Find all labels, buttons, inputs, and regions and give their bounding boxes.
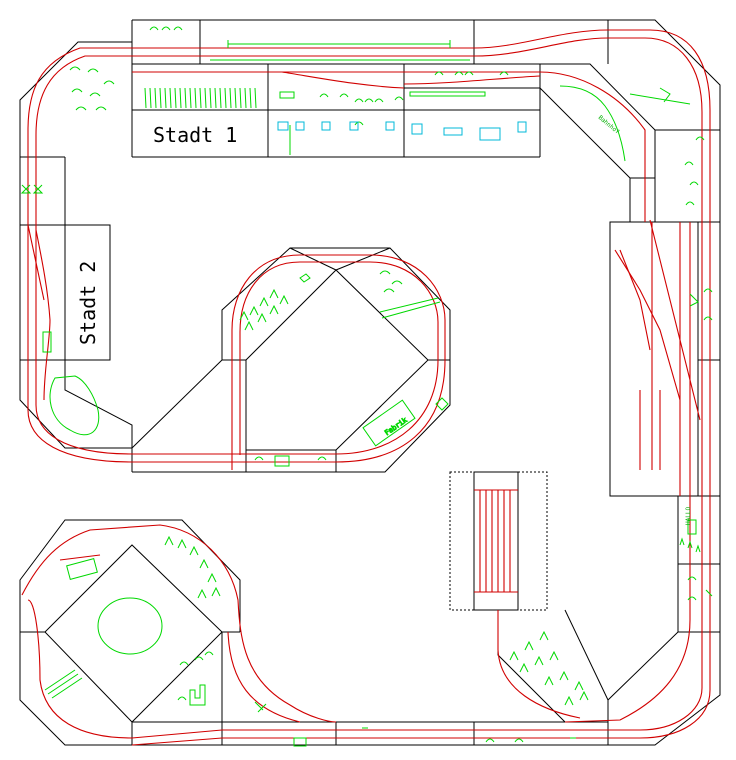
tree-group-icon: [69, 66, 115, 111]
house-icon: [411, 123, 423, 135]
track-siding: [59, 554, 101, 561]
house-icon: [277, 121, 289, 131]
shed-icon: [687, 519, 697, 535]
octagon-bottom-left: [19, 519, 241, 746]
tree-group-icon: [177, 651, 214, 701]
tree-group-icon: [689, 288, 713, 321]
corner-module-bottom-right: [607, 631, 679, 745]
signal-icon: [20, 184, 44, 194]
track-station-5: [614, 249, 681, 401]
house-icon: [479, 127, 501, 141]
grass-icon: [679, 537, 701, 553]
pond-icon: [49, 375, 100, 436]
house-icon: [321, 121, 331, 131]
tree-row-icon: [434, 71, 509, 76]
module-divider: [335, 247, 391, 271]
outer-frame-top-right: [132, 19, 721, 746]
signal-icon: [435, 397, 449, 411]
track-siding: [403, 75, 541, 85]
factory-icon: [362, 399, 416, 447]
factory-label: Fabrik: [383, 416, 409, 438]
detail-icon: [362, 727, 576, 743]
track-station-8: [649, 219, 701, 421]
octagon-center-diamond: [245, 269, 429, 451]
module-divider: [289, 247, 337, 271]
vegetation: Fabrik: [20, 26, 713, 747]
house-icon: [385, 121, 395, 131]
shed-icon: [42, 331, 52, 353]
road-icon: [379, 297, 441, 319]
fence-icon: [227, 40, 451, 48]
hut-icon: [299, 273, 311, 283]
stadt1-label: Stadt 1: [153, 123, 237, 147]
buildings: [277, 121, 527, 141]
forest-icon: [509, 630, 589, 706]
lake-icon: [97, 597, 163, 655]
stadt2-label: Stadt 2: [76, 261, 100, 345]
path-icon: [289, 121, 364, 155]
track-octagon-bl-3: [227, 631, 301, 723]
station-sign-label: HALLO: [685, 507, 692, 525]
module-divider: [564, 609, 609, 701]
track-top-yard: [132, 71, 646, 222]
track-outer-right: [131, 29, 711, 746]
track-siding-left: [35, 229, 51, 401]
track-octagon-bl: [21, 524, 337, 723]
tree-group-icon: [684, 136, 705, 206]
track-inner-right: [131, 37, 703, 739]
tree-icon: [149, 26, 183, 31]
field-icon: [44, 669, 83, 699]
house-icon: [517, 121, 527, 133]
tree-icon: [254, 456, 327, 461]
corner-module-top-right-inner: [539, 87, 631, 222]
track-bridge: [474, 489, 518, 593]
track-siding-left: [27, 224, 45, 301]
module-outlines: [19, 19, 721, 746]
crossing-icon: [293, 737, 307, 747]
platform-icon: [409, 91, 486, 97]
track-siding: [281, 71, 405, 89]
house-icon: [349, 121, 359, 131]
bridge-deck: [473, 471, 519, 611]
tree-row-icon: [319, 93, 404, 103]
octagon-center: [132, 247, 451, 473]
track-station-1: [564, 222, 691, 723]
platform-icon: [629, 87, 691, 105]
building-icon: [189, 684, 206, 706]
corner-module-top-right: [540, 63, 656, 222]
house-icon: [443, 127, 463, 136]
track-octagon-bl-2: [27, 599, 133, 739]
forest-icon: [164, 535, 221, 599]
tree-group-icon: [379, 270, 403, 293]
path-icon: [559, 85, 626, 162]
octagon-diamond: [20, 544, 223, 723]
building-icon: [66, 558, 98, 580]
track-station-4: [619, 249, 651, 351]
station-building-icon: [274, 455, 290, 467]
forest-icon: [239, 288, 289, 331]
station-module: [609, 221, 699, 497]
grass-field-icon: [144, 87, 257, 109]
bahnhof-sign-label: Bahnhof: [597, 114, 621, 136]
module-divider: [131, 359, 223, 449]
track-outer-left: [27, 47, 446, 470]
outer-frame-left: [19, 41, 132, 449]
tree-group-icon: [687, 576, 713, 601]
tracks: [21, 29, 711, 746]
track-bridge-ramp: [497, 610, 581, 719]
track-inner-left: [35, 55, 439, 455]
signal-icon: [254, 701, 267, 713]
building-icon: [279, 91, 295, 99]
house-icon: [295, 121, 305, 131]
